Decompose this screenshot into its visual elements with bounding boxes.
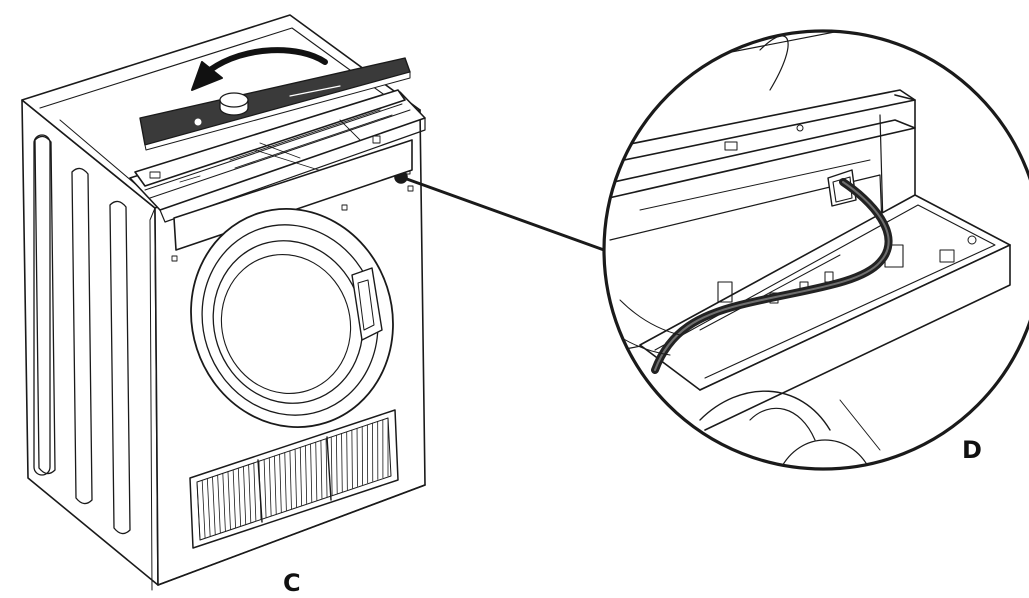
rotation-arrow-icon xyxy=(192,50,325,90)
door-handle xyxy=(352,268,382,340)
detail-view xyxy=(600,0,1029,470)
fascia-slot xyxy=(174,140,412,250)
detail-view-border xyxy=(604,31,1029,469)
callout-line xyxy=(404,178,604,250)
vent-grille xyxy=(190,410,398,548)
wire-harness xyxy=(655,182,889,370)
removed-top-panel xyxy=(140,58,410,150)
dryer-door xyxy=(163,182,421,453)
side-panel-ribs xyxy=(34,135,130,534)
label-c: C xyxy=(283,569,301,597)
label-d: D xyxy=(962,436,982,464)
